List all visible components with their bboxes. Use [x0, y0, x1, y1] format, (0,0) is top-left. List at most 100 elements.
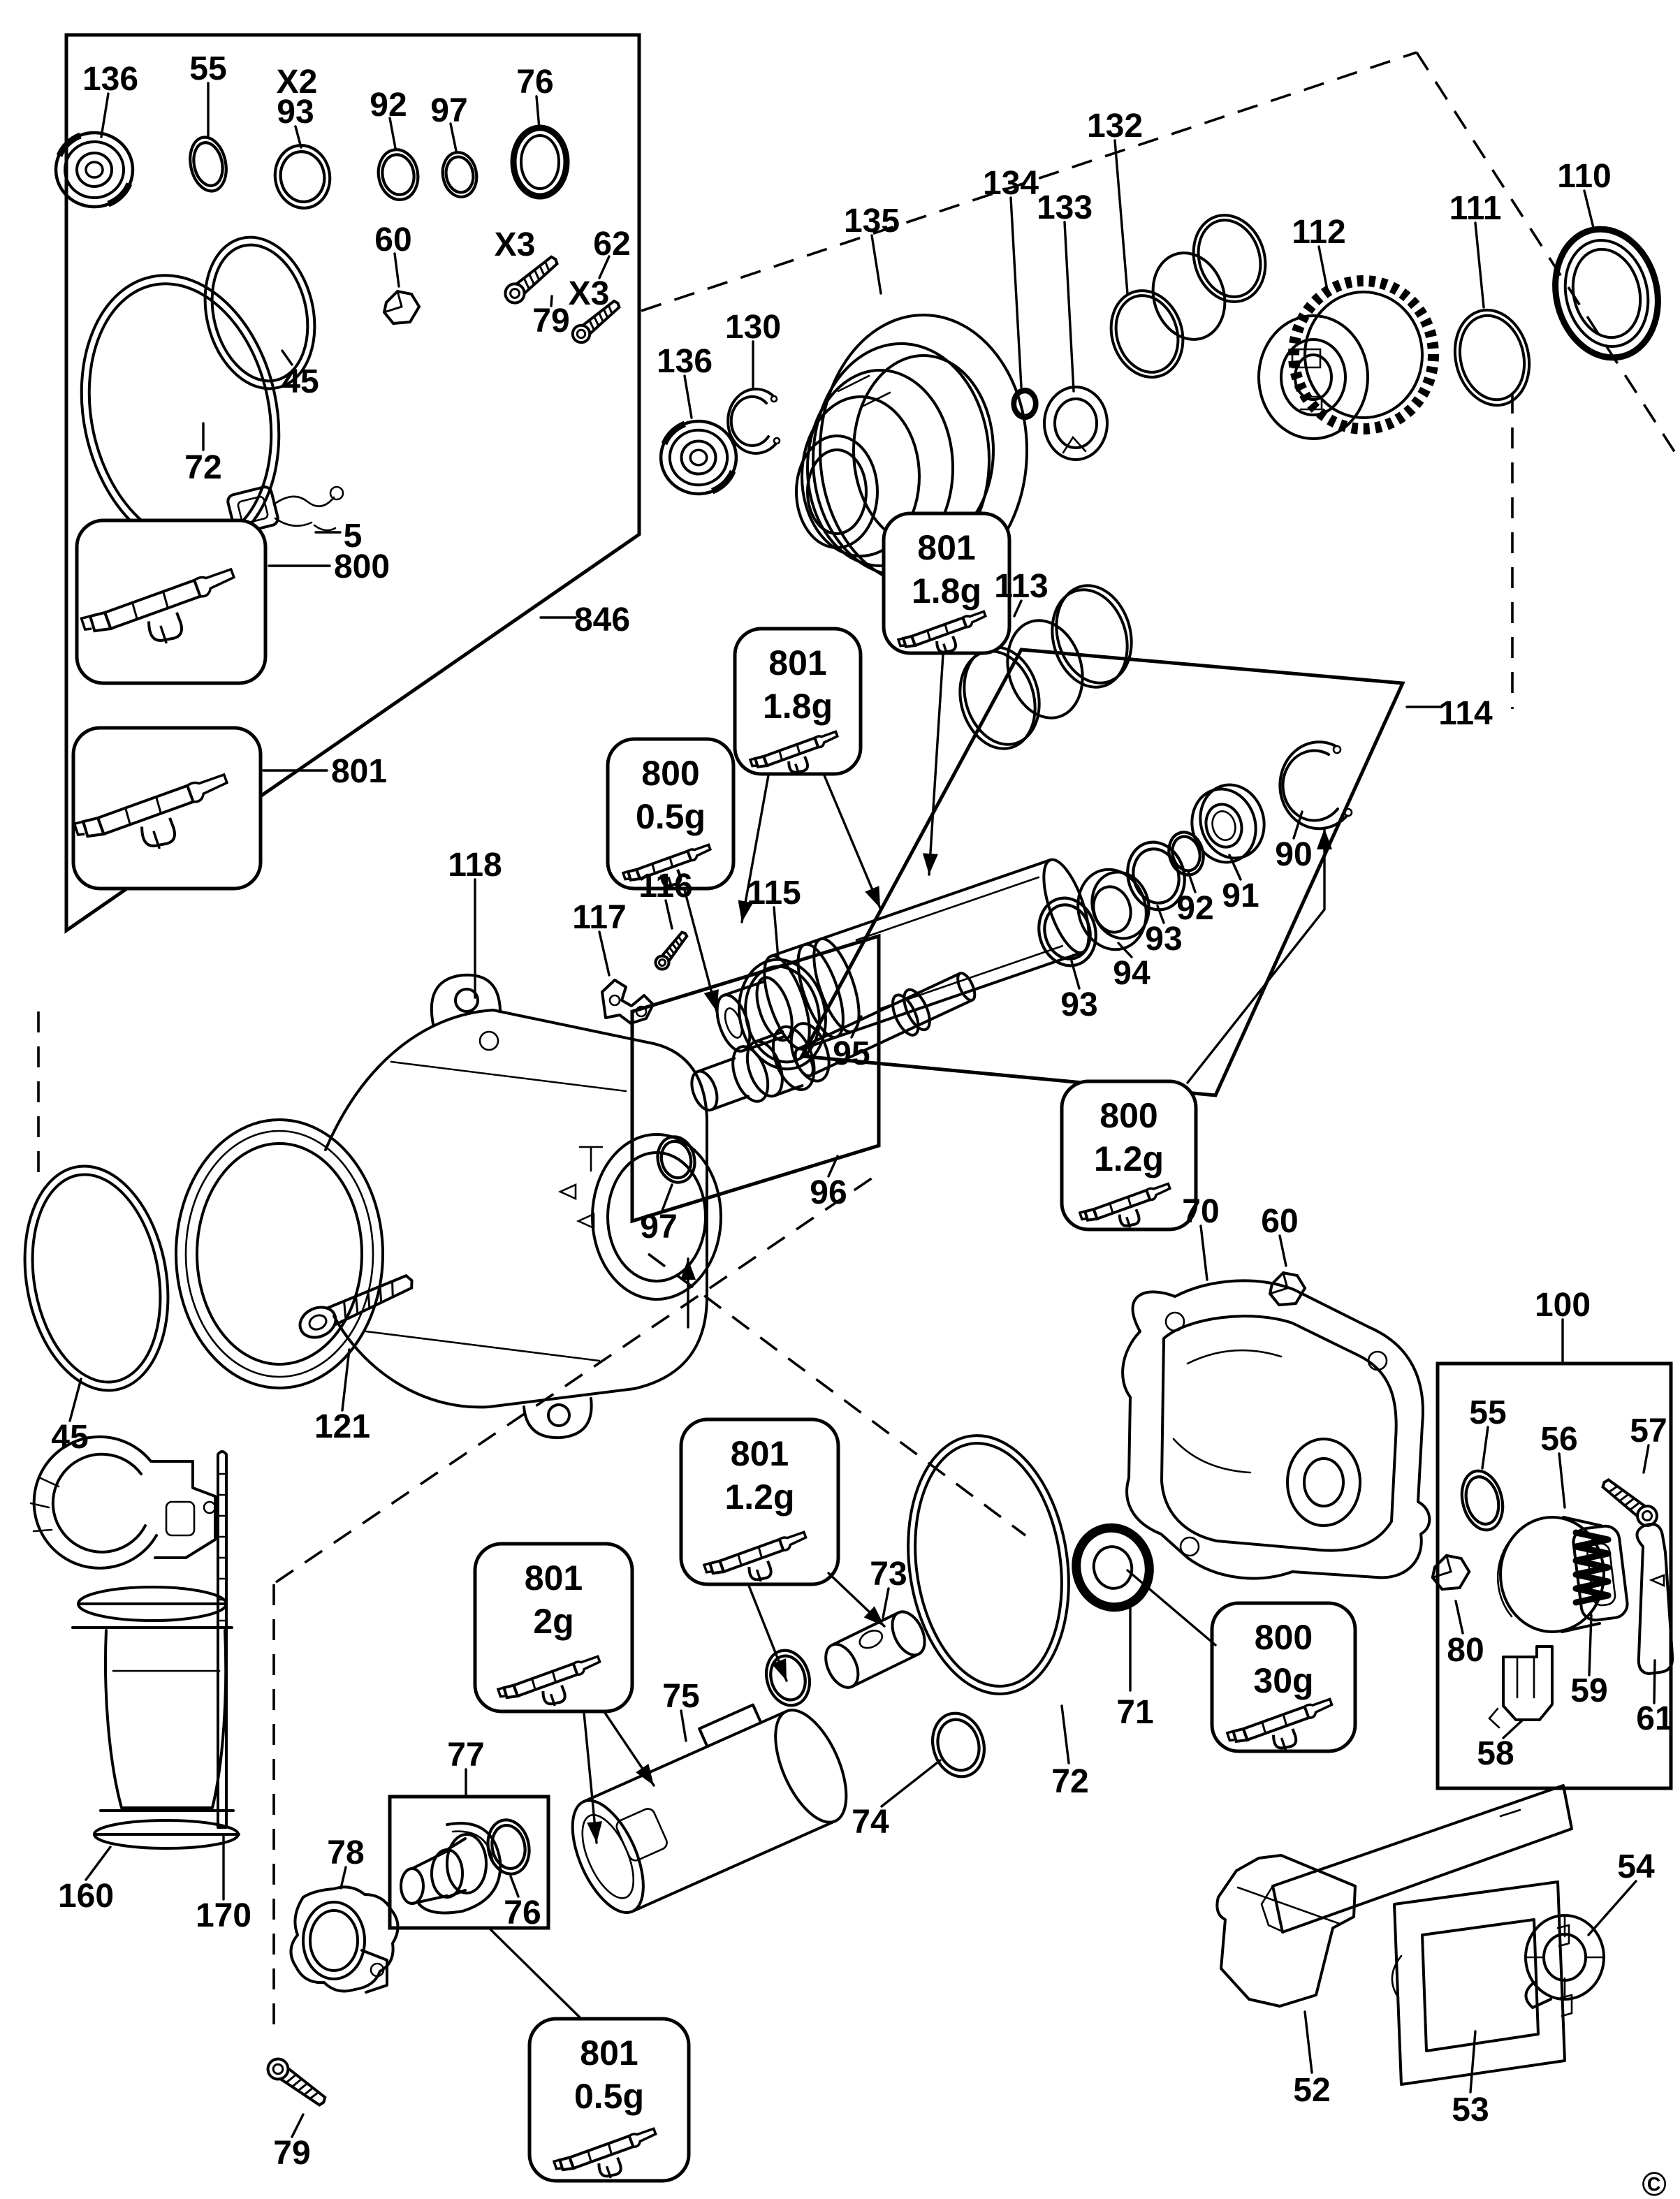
- leader-line: [1060, 1704, 1070, 1765]
- leader-line: [1228, 854, 1242, 881]
- gb-801-18a-line1: 801: [917, 528, 975, 567]
- box-96: [630, 933, 881, 1224]
- leader-line: [1502, 1718, 1524, 1739]
- part-label-X3-l_x3a: X3: [495, 226, 536, 263]
- part-78-clamp: [289, 1885, 400, 1994]
- part-label-55-l_55b: 55: [1469, 1394, 1506, 1431]
- gb-801-12-line2: 1.2g: [724, 1477, 794, 1517]
- part-label-97-l_97a: 97: [430, 92, 467, 129]
- part-label-75-l_75: 75: [662, 1678, 699, 1715]
- leader-line: [1588, 1614, 1593, 1676]
- gb-800-12-line2: 1.2g: [1094, 1139, 1164, 1178]
- leader-line: [664, 899, 673, 930]
- part-56-mode-knob: [1496, 1516, 1629, 1633]
- leader-line: [341, 1348, 351, 1412]
- part-piston: [715, 858, 1090, 1053]
- construction-dash-line: [647, 1252, 1027, 1537]
- leader-line: [100, 92, 110, 138]
- part-91-bushing: [1190, 783, 1266, 864]
- leader-line: [1199, 1225, 1208, 1281]
- leader-line: [1317, 245, 1329, 295]
- part-label-94-l_94: 94: [1113, 955, 1151, 992]
- leader-line: [1587, 1880, 1637, 1936]
- leader-line: [550, 295, 553, 307]
- part-label-71-l_71: 71: [1116, 1694, 1153, 1731]
- part-97-ring-a: [438, 148, 481, 201]
- leader-line: [882, 1587, 890, 1619]
- part-133-ring: [1043, 386, 1109, 461]
- gb-801-05-line1: 801: [580, 2033, 638, 2073]
- part-118-housing: [175, 973, 722, 1440]
- part-45-oring-a: [203, 235, 316, 390]
- leader-line: [1474, 221, 1485, 309]
- leader-line: [1117, 942, 1133, 958]
- part-label-100-l_100: 100: [1535, 1287, 1591, 1324]
- part-label-76-l_76a: 76: [516, 64, 553, 101]
- part-75-cylinder: [571, 1703, 848, 1914]
- part-label-133-l_133: 133: [1037, 189, 1093, 226]
- gb-800-05: [606, 737, 736, 891]
- leader-line: [1009, 196, 1023, 388]
- leader-line: [1653, 1659, 1656, 1704]
- leader-line: [870, 234, 882, 295]
- part-45-oring-b: [23, 1164, 170, 1392]
- part-61-lever: [1635, 1522, 1674, 1675]
- part-label-91-l_91: 91: [1222, 877, 1259, 914]
- leader-line: [449, 122, 458, 152]
- gb-801-2-line1: 801: [525, 1558, 583, 1598]
- part-label-93-l_93a: 93: [277, 94, 314, 131]
- leader-line: [1156, 905, 1165, 924]
- construction-dash-line: [275, 1172, 880, 1584]
- gb-800-30-line2: 30g: [1253, 1661, 1313, 1700]
- part-label-121-l_121: 121: [314, 1408, 370, 1445]
- leader-line: [1558, 1452, 1566, 1509]
- part-label-70-l_70: 70: [1182, 1193, 1219, 1230]
- leader-line: [683, 374, 693, 419]
- gb-801-05: [527, 2017, 691, 2183]
- leader-line: [1583, 189, 1595, 232]
- part-label--l_copy: ©: [1642, 2166, 1666, 2199]
- part-label-73-l_73: 73: [870, 1556, 907, 1593]
- part-label-45-l_45b: 45: [51, 1419, 88, 1456]
- part-label-113-l_113: 113: [994, 568, 1048, 605]
- leader-line: [294, 125, 302, 149]
- part-label-55-l_55a: 55: [189, 50, 226, 87]
- gb-801-05-line2: 0.5g: [574, 2077, 644, 2116]
- leader-line: [880, 1759, 942, 1808]
- leader-line: [1126, 1569, 1217, 1646]
- part-label-118-l_118: 118: [448, 847, 502, 884]
- part-label-801-l_801a: 801: [331, 753, 387, 790]
- leader-line: [850, 1015, 863, 1039]
- gb-801-18b-line1: 801: [768, 643, 826, 682]
- leader-line: [1187, 870, 1197, 893]
- part-label-45-l_45a: 45: [282, 363, 319, 400]
- part-label-114-l_114: 114: [1438, 695, 1493, 732]
- part-70-housing: [1121, 1279, 1431, 1580]
- part-label-52-l_52: 52: [1293, 2072, 1330, 2109]
- gb-800-05-line2: 0.5g: [636, 797, 706, 836]
- part-label-96-l_96: 96: [810, 1174, 847, 1211]
- gb-801-2-line2: 2g: [533, 1602, 574, 1641]
- part-121-bolt: [295, 1267, 418, 1343]
- part-58-latch: [1488, 1645, 1554, 1729]
- leader-line: [489, 1928, 581, 2019]
- part-label-116-l_116: 116: [638, 868, 692, 905]
- grease-arrow-head: [703, 989, 719, 1011]
- part-label-X2-l_x2: X2: [277, 64, 318, 101]
- gb-800-kit: [75, 518, 268, 685]
- part-55-seal-a: [184, 133, 233, 196]
- part-label-60-l_60b: 60: [1261, 1203, 1298, 1240]
- grease-arrow: [1186, 827, 1326, 1084]
- part-label-130-l_130: 130: [725, 309, 781, 346]
- part-label-97-l_97b: 97: [640, 1208, 677, 1245]
- part-134-washer: [1011, 388, 1038, 419]
- part-71-bearing: [1072, 1523, 1154, 1612]
- part-170-depth-rod: [217, 1450, 228, 1829]
- leader-line: [1070, 960, 1081, 990]
- construction-dash-line: [641, 51, 1417, 312]
- part-79-screw-b: [263, 2054, 331, 2112]
- leader-line: [388, 117, 397, 149]
- part-76-ring-a: [510, 124, 570, 200]
